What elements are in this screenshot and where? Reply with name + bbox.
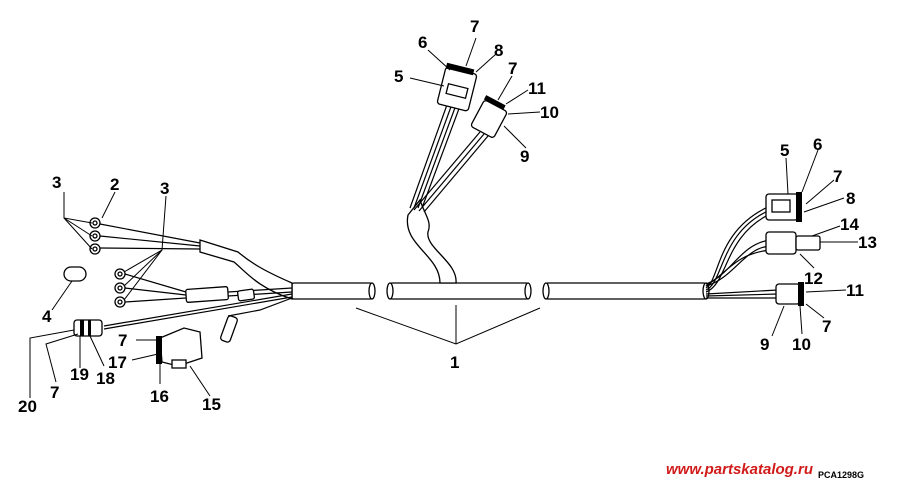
figure-code: PCA1298G [818, 470, 864, 480]
center-branch [406, 101, 489, 284]
callout-7-right-upper: 7 [833, 167, 842, 186]
callout-5-right: 5 [780, 141, 789, 160]
callout-19: 19 [70, 365, 89, 384]
callout-12: 12 [804, 269, 823, 288]
callout-17: 17 [108, 353, 127, 372]
callout-15: 15 [202, 395, 221, 414]
callout-11-top: 11 [528, 79, 546, 98]
connector-right-lower [775, 282, 804, 306]
callout-6-right: 6 [813, 135, 822, 154]
callout-2: 2 [110, 175, 119, 194]
callout-20: 20 [18, 397, 37, 416]
connector-left-small [73, 319, 103, 337]
callout-9-top: 9 [520, 147, 529, 166]
callout-9-right: 9 [760, 335, 769, 354]
callout-1: 1 [450, 353, 459, 372]
callout-18: 18 [96, 369, 115, 388]
grommet [63, 266, 87, 282]
callout-3-left: 3 [52, 173, 61, 192]
connector-top-small [470, 95, 508, 138]
left-branch-lower [103, 293, 293, 343]
callout-7-left-small: 7 [50, 383, 59, 402]
connector-right-middle [765, 231, 821, 255]
callout-6-top: 6 [418, 33, 427, 52]
callout-14: 14 [840, 215, 859, 234]
main-harness-tube [291, 282, 710, 300]
callout-13: 13 [858, 233, 877, 252]
callout-10-top: 10 [540, 103, 559, 122]
callout-7-right-lower: 7 [822, 317, 831, 336]
left-branch-upper [89, 217, 293, 300]
left-branch-middle [114, 268, 293, 308]
callout-8-top: 8 [494, 41, 503, 60]
callout-3-middle: 3 [160, 179, 169, 198]
connector-top-large [436, 62, 478, 112]
connector-left-large [156, 327, 203, 369]
callout-8-right: 8 [846, 189, 855, 208]
callout-7-top: 7 [470, 17, 479, 36]
watermark: www.partskatalog.ru [666, 461, 813, 478]
connector-right-upper [765, 192, 802, 222]
callout-16: 16 [150, 387, 169, 406]
callout-5-top: 5 [394, 67, 403, 86]
leader-lines [29, 37, 858, 398]
callout-4: 4 [42, 307, 52, 326]
callout-labels: 1 2 3 3 4 5 5 6 6 7 7 7 7 7 7 8 8 9 9 10… [18, 17, 877, 416]
right-branch [705, 205, 779, 299]
callout-7-left-large: 7 [118, 331, 127, 350]
callout-10-right: 10 [792, 335, 811, 354]
callout-11-right: 11 [846, 281, 864, 300]
callout-7-top-small: 7 [508, 59, 517, 78]
